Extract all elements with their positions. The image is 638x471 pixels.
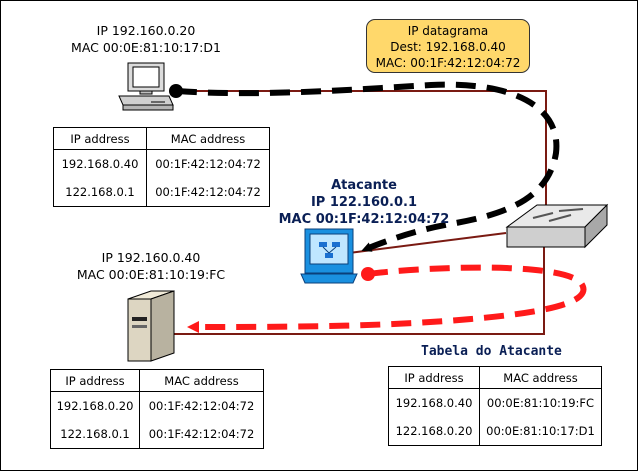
- table-cell: 192.168.0.20: [50, 391, 140, 420]
- column-header-mac: MAC address: [479, 366, 602, 389]
- table-cell: 00:1F:42:12:04:72: [146, 178, 270, 207]
- attacker-ip: IP 122.160.0.1: [310, 195, 418, 210]
- host-a-mac: MAC 00:0E:81:10:17:D1: [71, 40, 221, 55]
- attacker-name: Atacante: [331, 178, 397, 193]
- attacker-arp-table: IP address MAC address 192.168.0.40 00:0…: [388, 366, 602, 446]
- column-header-mac: MAC address: [146, 127, 270, 150]
- attacker-workstation-icon: [300, 228, 358, 284]
- host-a-arp-table: IP address MAC address 192.168.0.40 00:1…: [53, 127, 270, 207]
- table-cell: 00:0E:81:10:19:FC: [479, 388, 602, 417]
- column-header-ip: IP address: [53, 127, 147, 150]
- table-row: 192.168.0.40 00:1F:42:12:04:72: [53, 149, 270, 178]
- desktop-computer-icon: [118, 62, 174, 111]
- table-cell: 192.168.0.40: [388, 388, 480, 417]
- table-cell: 122.168.0.20: [388, 417, 480, 446]
- attacker-label: Atacante IP 122.160.0.1 MAC 00:1F:42:12:…: [271, 177, 457, 228]
- table-cell: 00:1F:42:12:04:72: [146, 149, 270, 178]
- table-cell: 00:1F:42:12:04:72: [139, 420, 264, 449]
- table-cell: 192.168.0.40: [53, 149, 147, 178]
- datagram-origin-dot: [169, 84, 183, 98]
- datagram-mac: MAC: 00:1F:42:12:04:72: [375, 56, 521, 70]
- table-row: 192.168.0.40 00:0E:81:10:19:FC: [388, 388, 602, 417]
- datagram-callout: IP datagrama Dest: 192.168.0.40 MAC: 00:…: [366, 19, 530, 73]
- host-b-ip: IP 192.160.0.40: [101, 250, 201, 265]
- host-a-ip: IP 192.160.0.20: [96, 23, 196, 38]
- table-cell: 122.168.0.1: [50, 420, 140, 449]
- host-a-label: IP 192.160.0.20 MAC 00:0E:81:10:17:D1: [61, 22, 231, 56]
- column-header-ip: IP address: [388, 366, 480, 389]
- table-cell: 00:1F:42:12:04:72: [139, 391, 264, 420]
- datagram-dest: Dest: 192.168.0.40: [390, 40, 506, 54]
- server-tower-icon: [127, 290, 175, 362]
- host-b-label: IP 192.160.0.40 MAC 00:0E:81:10:19:FC: [66, 249, 236, 283]
- table-row: 122.168.0.1 00:1F:42:12:04:72: [53, 178, 270, 207]
- table-row: 122.168.0.20 00:0E:81:10:17:D1: [388, 417, 602, 446]
- host-b-mac: MAC 00:0E:81:10:19:FC: [76, 267, 226, 282]
- column-header-mac: MAC address: [139, 369, 264, 392]
- attacker-table-title: Tabela do Atacante: [421, 344, 562, 359]
- table-cell: 122.168.0.1: [53, 178, 147, 207]
- attacker-mac: MAC 00:1F:42:12:04:72: [278, 212, 450, 227]
- datagram-title: IP datagrama: [407, 24, 489, 38]
- network-switch-icon: [505, 203, 609, 249]
- table-cell: 00:0E:81:10:17:D1: [479, 417, 602, 446]
- cable-switch-to-attacker: [348, 232, 507, 254]
- cable-switch-to-server: [173, 246, 545, 335]
- datagram-path: [176, 81, 560, 252]
- attack-origin-dot: [361, 267, 375, 281]
- attack-path: [187, 264, 587, 333]
- table-row: 192.168.0.20 00:1F:42:12:04:72: [50, 391, 264, 420]
- column-header-ip: IP address: [50, 369, 140, 392]
- host-b-arp-table: IP address MAC address 192.168.0.20 00:1…: [50, 369, 264, 449]
- table-row: 122.168.0.1 00:1F:42:12:04:72: [50, 420, 264, 449]
